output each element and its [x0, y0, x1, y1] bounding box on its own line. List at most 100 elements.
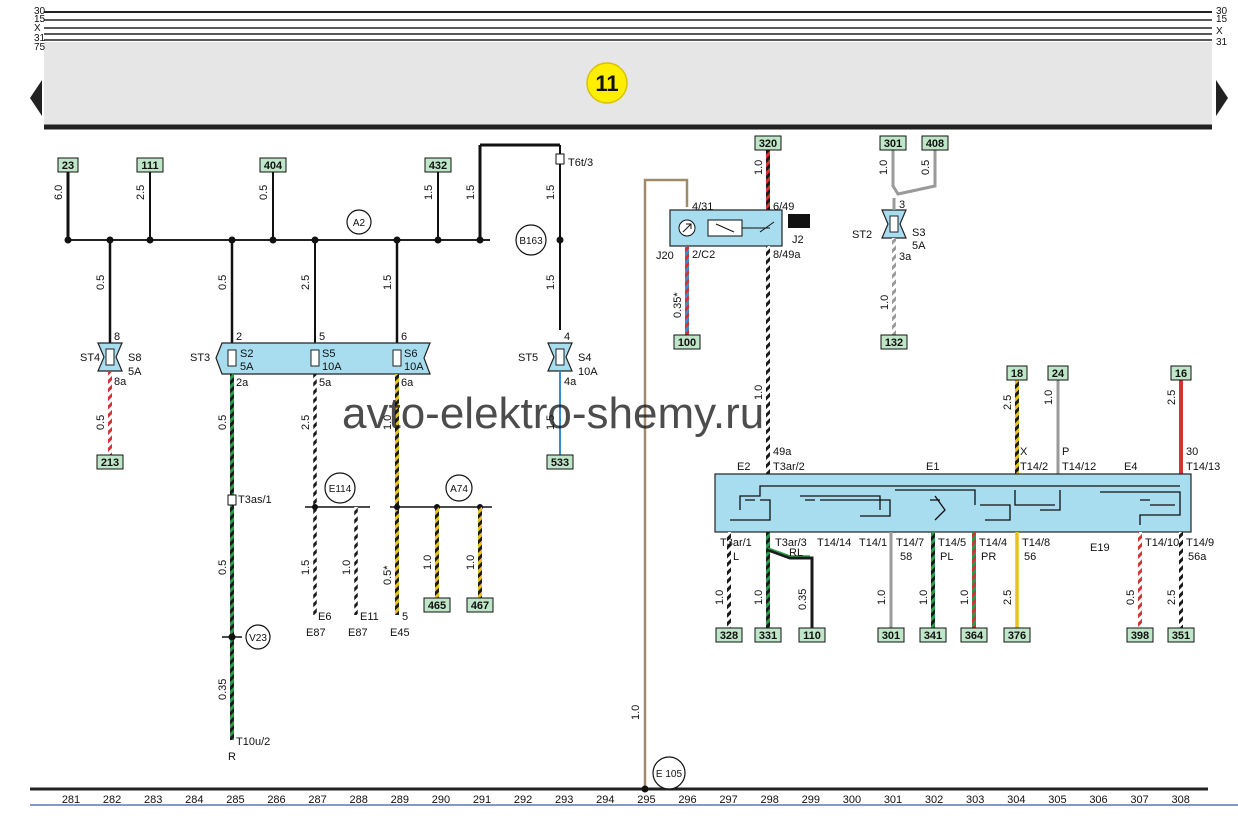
- page-number-badge: 11: [586, 62, 628, 104]
- svg-text:16: 16: [1175, 368, 1187, 380]
- column-number: 304: [1007, 794, 1025, 806]
- svg-text:5A: 5A: [912, 240, 926, 252]
- column-number: 285: [226, 794, 244, 806]
- watermark: avto-elektro-shemy.ru: [342, 389, 764, 438]
- svg-text:8a: 8a: [114, 376, 127, 388]
- column-number: 303: [966, 794, 984, 806]
- svg-text:1.5: 1.5: [545, 185, 557, 200]
- svg-text:132: 132: [885, 337, 903, 349]
- fuse-s3: [881, 209, 907, 239]
- svg-text:1.0: 1.0: [341, 560, 353, 575]
- tag-404: 404: [259, 157, 287, 173]
- svg-text:2.5: 2.5: [1002, 590, 1014, 605]
- connector-t3as1: [227, 494, 237, 506]
- circle-e105: E 105: [652, 756, 686, 790]
- svg-text:ST2: ST2: [852, 229, 872, 241]
- svg-text:J20: J20: [656, 250, 674, 262]
- component-labels: ST4 S8 5A 8 8a ST3 S2 5A S5 10A S6 10A 2…: [80, 157, 1220, 763]
- svg-text:8: 8: [114, 331, 120, 343]
- light-switch-module: [714, 473, 1192, 533]
- svg-text:S3: S3: [912, 227, 925, 239]
- svg-text:0.35*: 0.35*: [672, 292, 684, 318]
- svg-text:56a: 56a: [1188, 551, 1207, 563]
- next-page-arrow-icon[interactable]: [1216, 80, 1228, 116]
- column-number: 286: [267, 794, 285, 806]
- svg-text:467: 467: [471, 600, 489, 612]
- svg-text:A74: A74: [450, 484, 468, 495]
- column-number: 292: [514, 794, 532, 806]
- svg-text:1.0: 1.0: [876, 590, 888, 605]
- svg-text:6.0: 6.0: [53, 185, 65, 200]
- column-number: 306: [1089, 794, 1107, 806]
- svg-text:3: 3: [899, 199, 905, 211]
- rail-label-left-30: 30: [34, 6, 46, 17]
- svg-text:1.0: 1.0: [422, 555, 434, 570]
- tag-23: 23: [57, 157, 79, 173]
- column-number: 299: [802, 794, 820, 806]
- header-band: 11 30 15 X 31 75 30 15 X 31: [30, 6, 1228, 130]
- tag-341: 341: [919, 627, 947, 643]
- svg-text:1.5: 1.5: [423, 185, 435, 200]
- svg-text:0.35: 0.35: [797, 589, 809, 610]
- svg-text:2.5: 2.5: [1166, 590, 1178, 605]
- svg-text:5A: 5A: [240, 361, 254, 373]
- prev-page-arrow-icon[interactable]: [30, 80, 42, 116]
- tag-328: 328: [715, 627, 743, 643]
- svg-text:23: 23: [62, 160, 74, 172]
- svg-text:376: 376: [1008, 630, 1026, 642]
- svg-text:V23: V23: [249, 633, 267, 644]
- column-number: 298: [761, 794, 779, 806]
- svg-text:PL: PL: [940, 551, 953, 563]
- svg-text:J2: J2: [792, 234, 804, 246]
- svg-text:0.5: 0.5: [1125, 590, 1137, 605]
- svg-text:T3as/1: T3as/1: [238, 494, 272, 506]
- svg-text:432: 432: [429, 160, 447, 172]
- column-number: 283: [144, 794, 162, 806]
- svg-text:351: 351: [1172, 630, 1190, 642]
- svg-text:ST4: ST4: [80, 352, 100, 364]
- tag-110: 110: [798, 627, 826, 643]
- svg-text:ST3: ST3: [190, 352, 210, 364]
- rail-label-left-15: 15: [34, 14, 46, 25]
- rail-label-left-x: X: [34, 23, 41, 34]
- tag-301-top: 301: [879, 135, 907, 151]
- svg-text:341: 341: [924, 630, 942, 642]
- svg-text:0.5*: 0.5*: [382, 565, 394, 585]
- svg-text:E11: E11: [360, 611, 379, 623]
- svg-text:320: 320: [759, 138, 777, 150]
- svg-text:30: 30: [1186, 446, 1198, 458]
- svg-text:R: R: [228, 751, 236, 763]
- column-number: 284: [185, 794, 203, 806]
- svg-text:1.0: 1.0: [879, 295, 891, 310]
- svg-text:213: 213: [101, 457, 119, 469]
- svg-text:0.35: 0.35: [217, 679, 229, 700]
- column-number: 293: [555, 794, 573, 806]
- svg-text:S2: S2: [240, 348, 253, 360]
- svg-text:398: 398: [1131, 630, 1149, 642]
- svg-text:T14/12: T14/12: [1062, 461, 1096, 473]
- rail-label-right-x: X: [1216, 26, 1223, 37]
- svg-text:3a: 3a: [899, 251, 912, 263]
- wire-301-408: [891, 150, 937, 196]
- svg-text:1.0: 1.0: [714, 590, 726, 605]
- svg-text:0.5: 0.5: [217, 275, 229, 290]
- svg-text:T6t/3: T6t/3: [568, 157, 593, 169]
- svg-text:100: 100: [678, 337, 696, 349]
- svg-text:331: 331: [759, 630, 777, 642]
- column-number: 302: [925, 794, 943, 806]
- svg-text:301: 301: [884, 138, 902, 150]
- svg-text:58: 58: [900, 551, 912, 563]
- svg-text:1.0: 1.0: [753, 590, 765, 605]
- svg-text:T14/4: T14/4: [979, 537, 1007, 549]
- page-number: 11: [595, 71, 618, 96]
- svg-text:S4: S4: [578, 352, 591, 364]
- svg-text:T3ar/1: T3ar/1: [720, 537, 752, 549]
- svg-text:6a: 6a: [401, 377, 414, 389]
- fuse-s8: [97, 342, 123, 372]
- svg-text:E114: E114: [329, 484, 352, 495]
- svg-text:T3ar/2: T3ar/2: [773, 461, 805, 473]
- svg-text:364: 364: [965, 630, 984, 642]
- svg-text:E6: E6: [318, 611, 331, 623]
